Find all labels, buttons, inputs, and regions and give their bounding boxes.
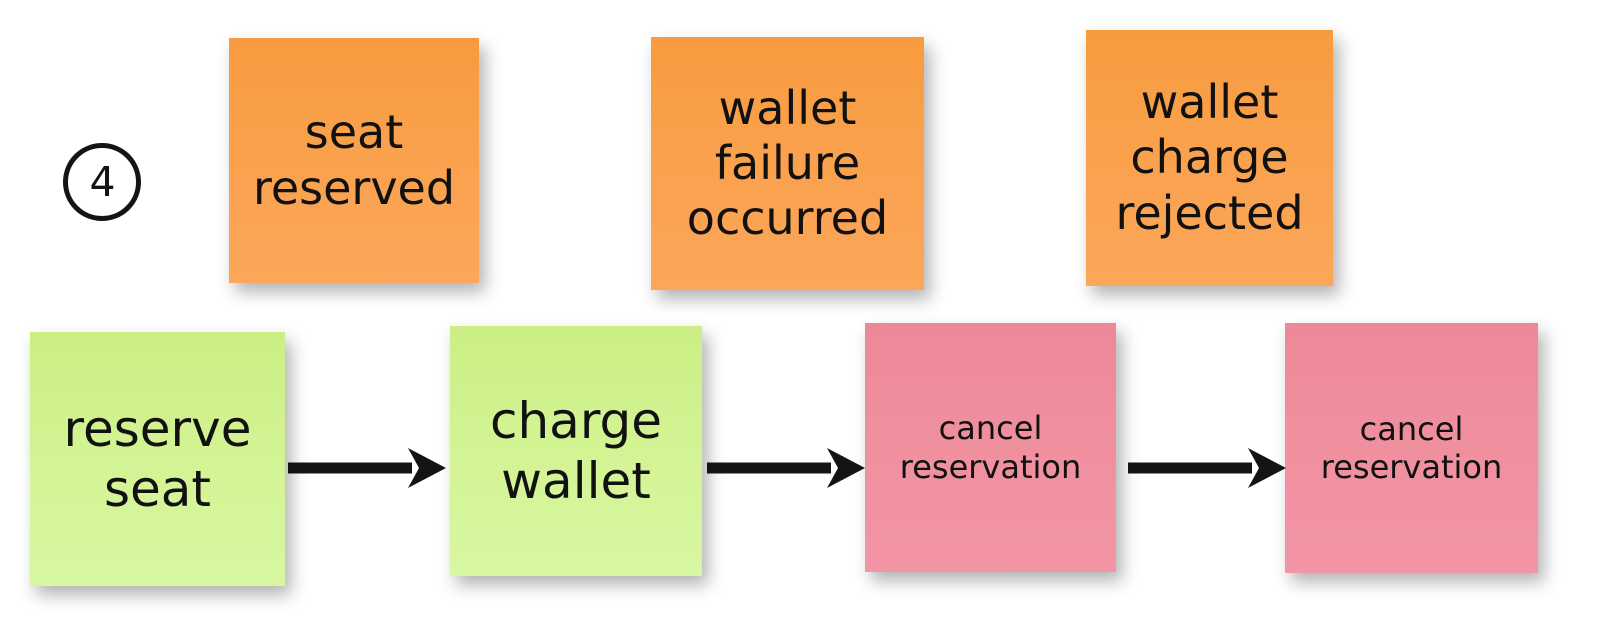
arrow-reserve-seat-to-charge-wallet [288,448,446,488]
step-number-badge: 4 [63,143,141,221]
event-note-label: wallet failure occurred [686,80,889,246]
step-number-label: 4 [89,157,115,206]
command-note-charge-wallet[interactable]: charge wallet [450,326,702,576]
command-note-reserve-seat[interactable]: reserve seat [30,332,285,586]
command-note-label: charge wallet [490,392,662,510]
event-note-wallet-failure-occurred[interactable]: wallet failure occurred [651,37,924,290]
arrow-charge-wallet-to-cancel-reservation-1 [707,448,865,488]
command-note-label: cancel reservation [899,409,1082,486]
arrow-cancel-reservation-1-to-cancel-reservation-2 [1128,448,1286,488]
event-note-label: seat reserved [252,105,456,215]
event-note-wallet-charge-rejected[interactable]: wallet charge rejected [1086,30,1333,286]
command-note-cancel-reservation-1[interactable]: cancel reservation [865,323,1116,572]
event-note-label: wallet charge rejected [1115,75,1304,240]
command-note-label: reserve seat [63,400,252,518]
event-note-seat-reserved[interactable]: seat reserved [229,38,479,283]
command-note-label: cancel reservation [1320,409,1503,486]
command-note-cancel-reservation-2[interactable]: cancel reservation [1285,323,1538,573]
